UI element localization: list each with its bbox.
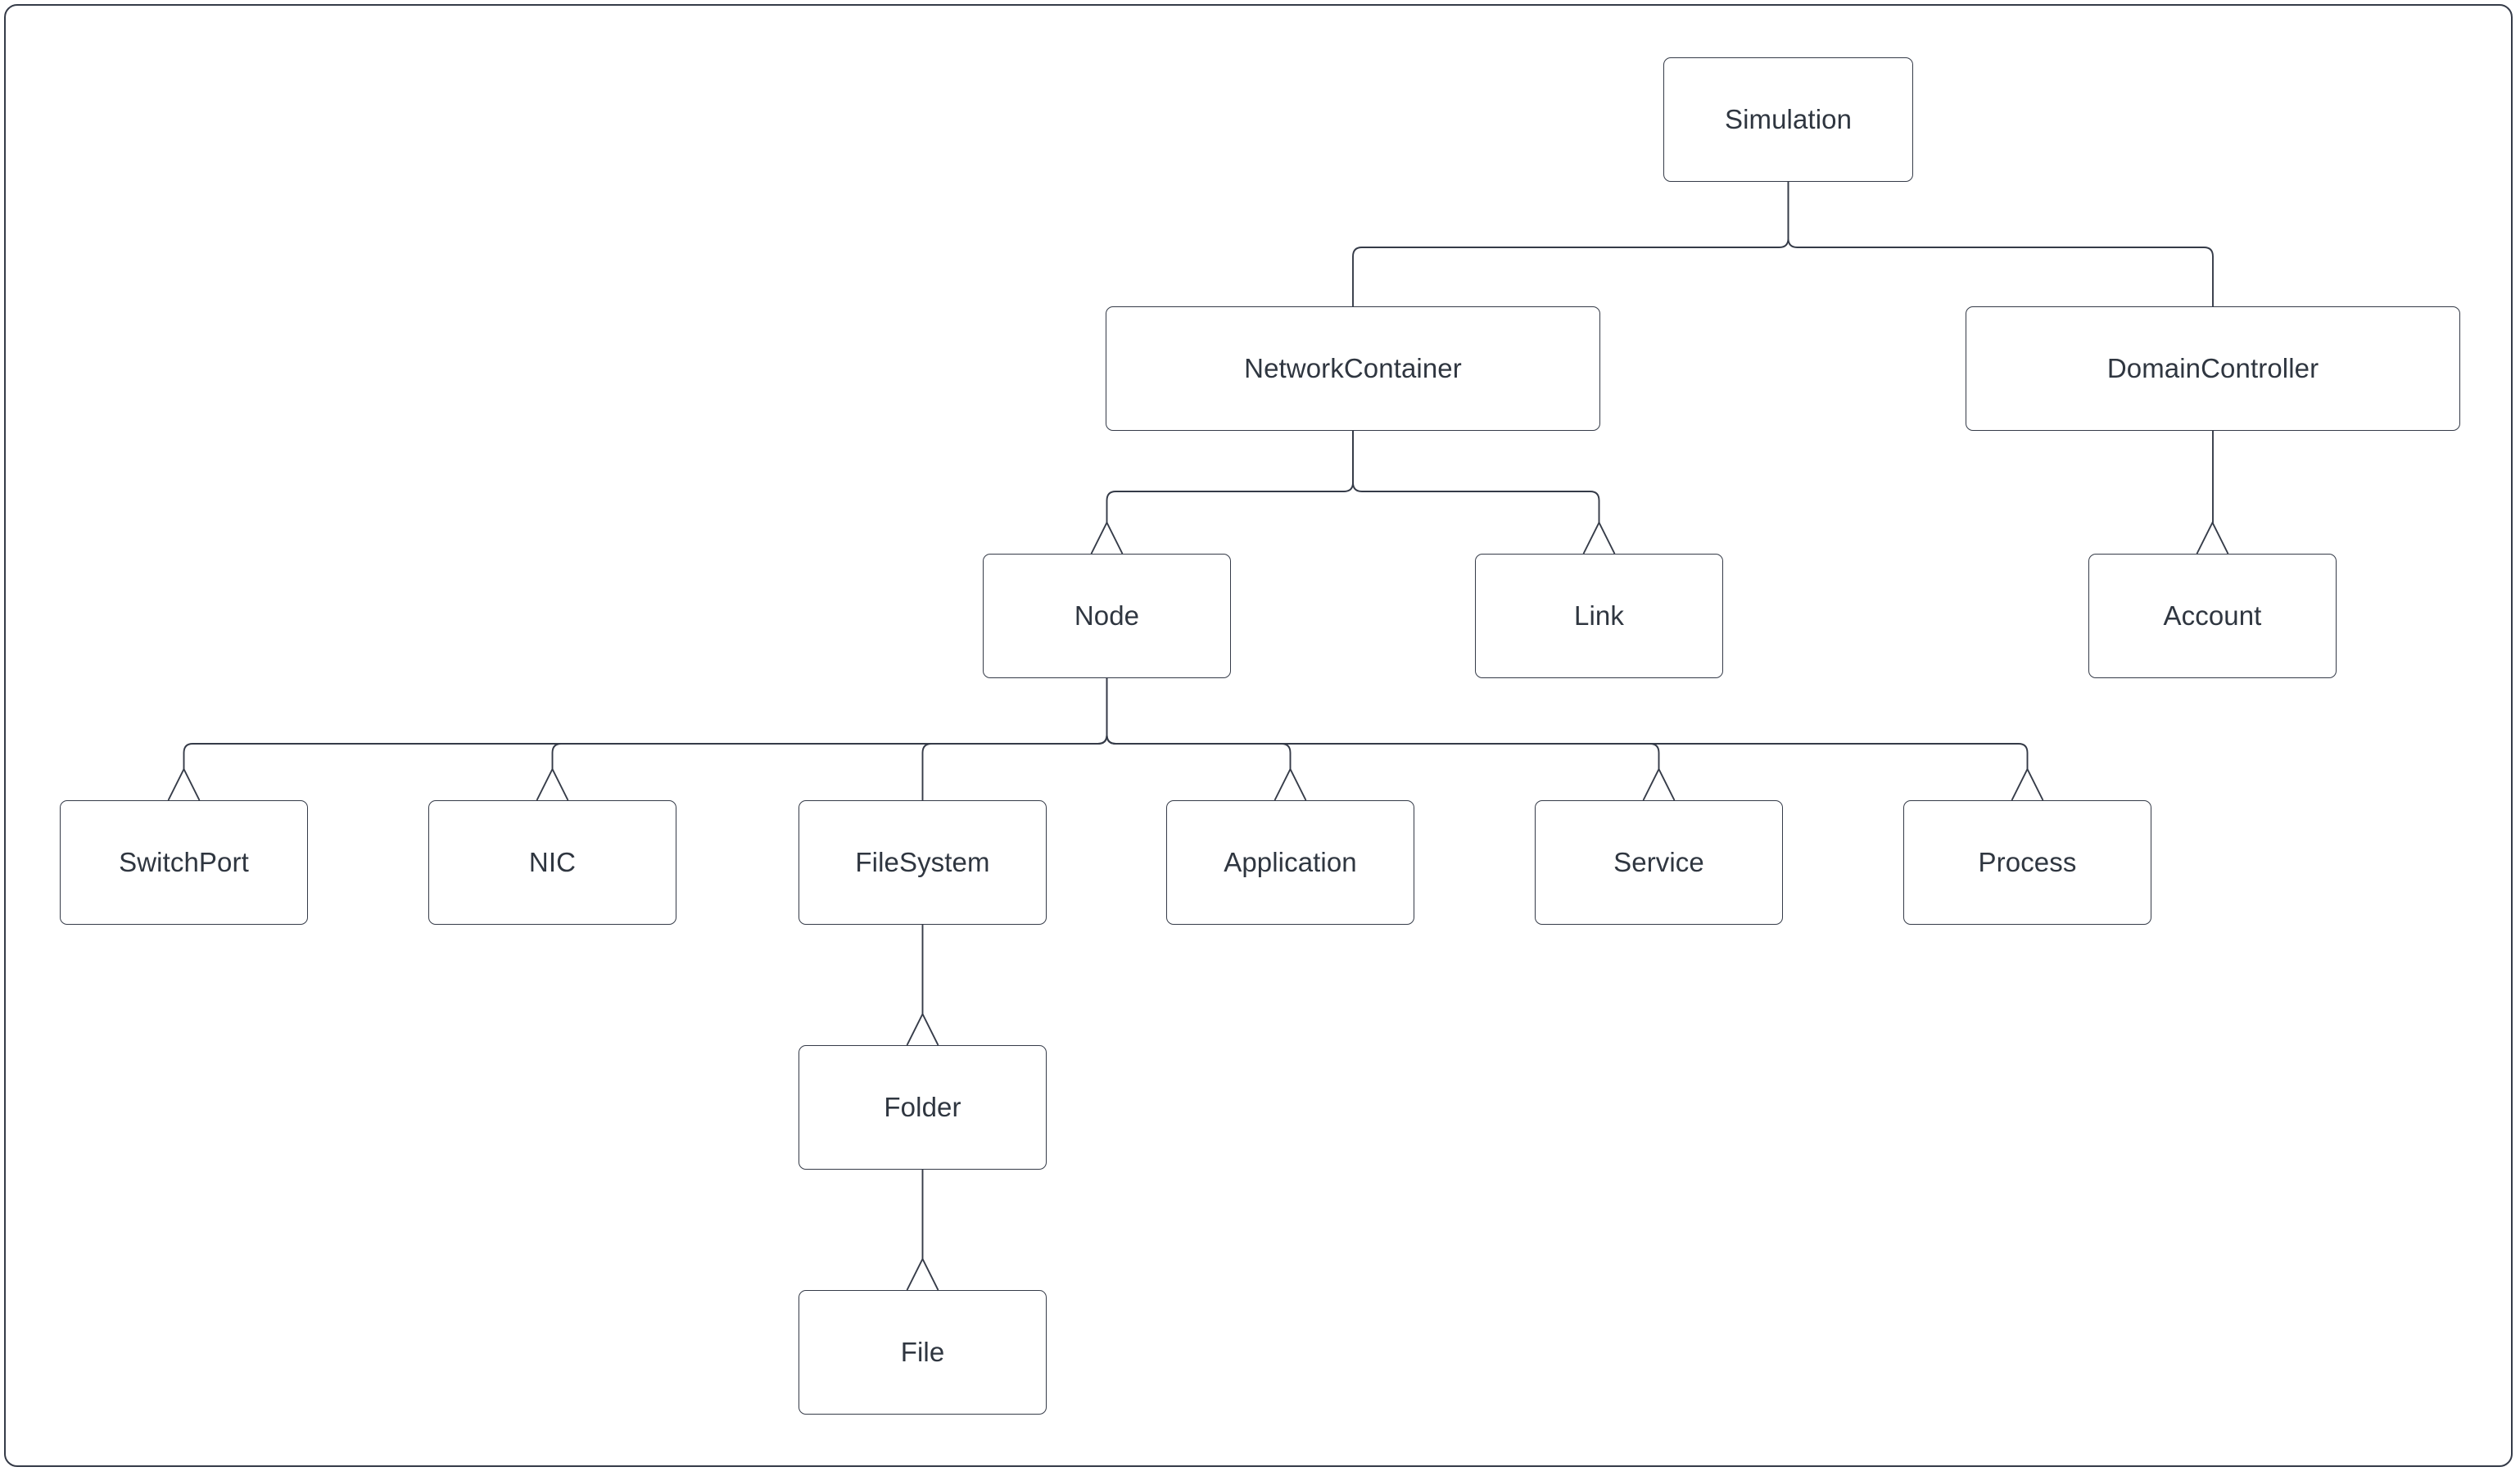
- class-node-label: NIC: [529, 847, 576, 878]
- class-node-label: Application: [1224, 847, 1357, 878]
- class-node-service[interactable]: Service: [1535, 800, 1783, 925]
- class-node-link[interactable]: Link: [1475, 554, 1723, 678]
- class-node-label: DomainController: [2107, 353, 2319, 384]
- class-node-file[interactable]: File: [799, 1290, 1047, 1415]
- class-node-label: File: [901, 1337, 945, 1368]
- connector-node-to-switchport: [184, 678, 1107, 769]
- generalization-arrowhead-process: [2012, 769, 2043, 800]
- generalization-arrowhead-switchport: [169, 769, 200, 800]
- class-node-label: FileSystem: [855, 847, 989, 878]
- connector-node-to-filesystem: [923, 678, 1107, 800]
- class-node-label: NetworkContainer: [1244, 353, 1462, 384]
- connector-node-to-service: [1107, 678, 1659, 769]
- class-node-process[interactable]: Process: [1903, 800, 2151, 925]
- generalization-arrowhead-account: [2197, 523, 2228, 554]
- class-node-folder[interactable]: Folder: [799, 1045, 1047, 1170]
- connector-simulation-to-domaincontroller: [1789, 182, 2214, 306]
- class-node-label: Link: [1574, 600, 1624, 632]
- generalization-arrowhead-node: [1092, 523, 1123, 554]
- class-node-label: Service: [1613, 847, 1704, 878]
- class-node-label: Node: [1075, 600, 1139, 632]
- generalization-arrowhead-link: [1584, 523, 1615, 554]
- generalization-arrowhead-file: [907, 1259, 939, 1290]
- class-node-networkcontainer[interactable]: NetworkContainer: [1106, 306, 1600, 431]
- class-node-simulation[interactable]: Simulation: [1663, 57, 1913, 182]
- connector-networkcontainer-to-link: [1353, 431, 1599, 523]
- class-node-label: SwitchPort: [119, 847, 249, 878]
- connector-simulation-to-networkcontainer: [1353, 182, 1789, 306]
- class-node-application[interactable]: Application: [1166, 800, 1414, 925]
- connector-networkcontainer-to-node: [1107, 431, 1354, 523]
- generalization-arrowhead-nic: [537, 769, 568, 800]
- connector-node-to-application: [1107, 678, 1291, 769]
- class-node-label: Account: [2164, 600, 2262, 632]
- class-node-node[interactable]: Node: [983, 554, 1231, 678]
- class-node-switchport[interactable]: SwitchPort: [60, 800, 308, 925]
- class-node-label: Folder: [884, 1092, 961, 1123]
- generalization-arrowhead-folder: [907, 1014, 939, 1045]
- connector-node-to-process: [1107, 678, 2028, 769]
- class-node-domaincontroller[interactable]: DomainController: [1966, 306, 2460, 431]
- generalization-arrowhead-service: [1644, 769, 1675, 800]
- generalization-arrowhead-application: [1275, 769, 1306, 800]
- class-node-filesystem[interactable]: FileSystem: [799, 800, 1047, 925]
- class-node-account[interactable]: Account: [2088, 554, 2337, 678]
- class-node-nic[interactable]: NIC: [428, 800, 676, 925]
- class-node-label: Simulation: [1725, 104, 1852, 135]
- class-node-label: Process: [1979, 847, 2077, 878]
- connector-node-to-nic: [553, 678, 1107, 769]
